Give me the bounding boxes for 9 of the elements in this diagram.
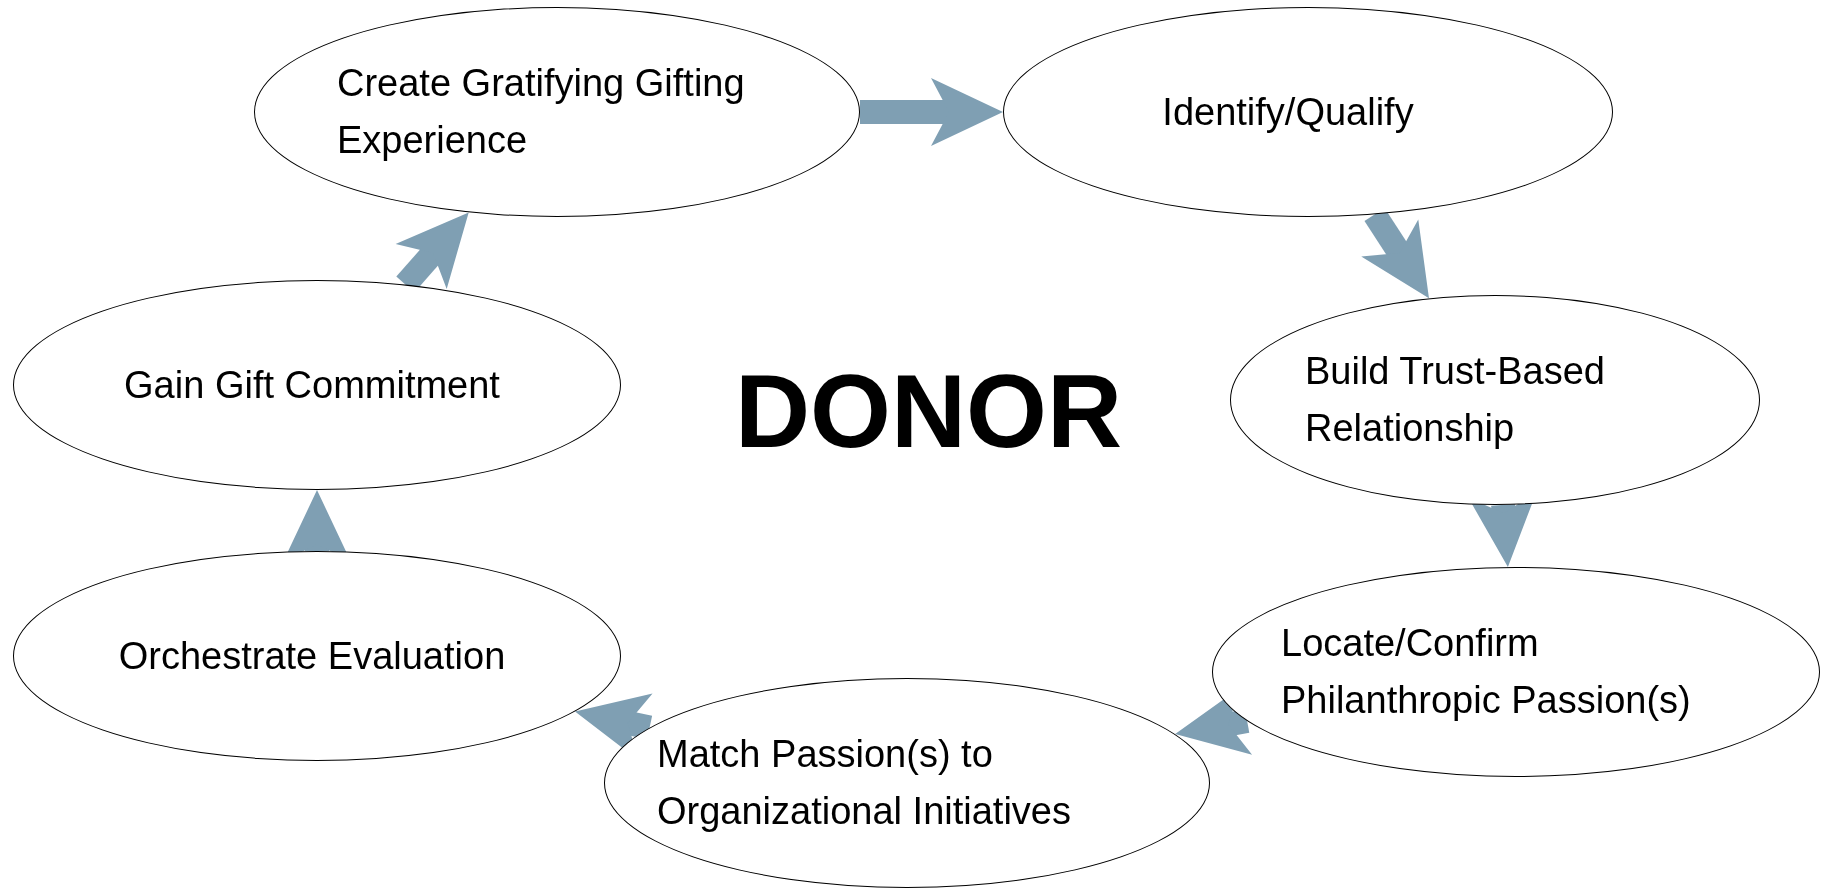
step-text: Locate/Confirm Philanthropic Passion(s) [1281, 621, 1692, 723]
step-text: Match Passion(s) to Organizational Initiatives [657, 732, 1072, 834]
center-title: DONOR [735, 352, 1123, 471]
step-text: Create Gratifying Gifting Experience [337, 61, 746, 163]
step-text: Gain Gift Commitment [124, 362, 500, 408]
step-text: Identify/Qualify [1162, 89, 1414, 135]
step-text: Build Trust-Based Relationship [1305, 349, 1606, 451]
step-text: Orchestrate Evaluation [118, 633, 506, 679]
block-arrow [860, 78, 1003, 146]
